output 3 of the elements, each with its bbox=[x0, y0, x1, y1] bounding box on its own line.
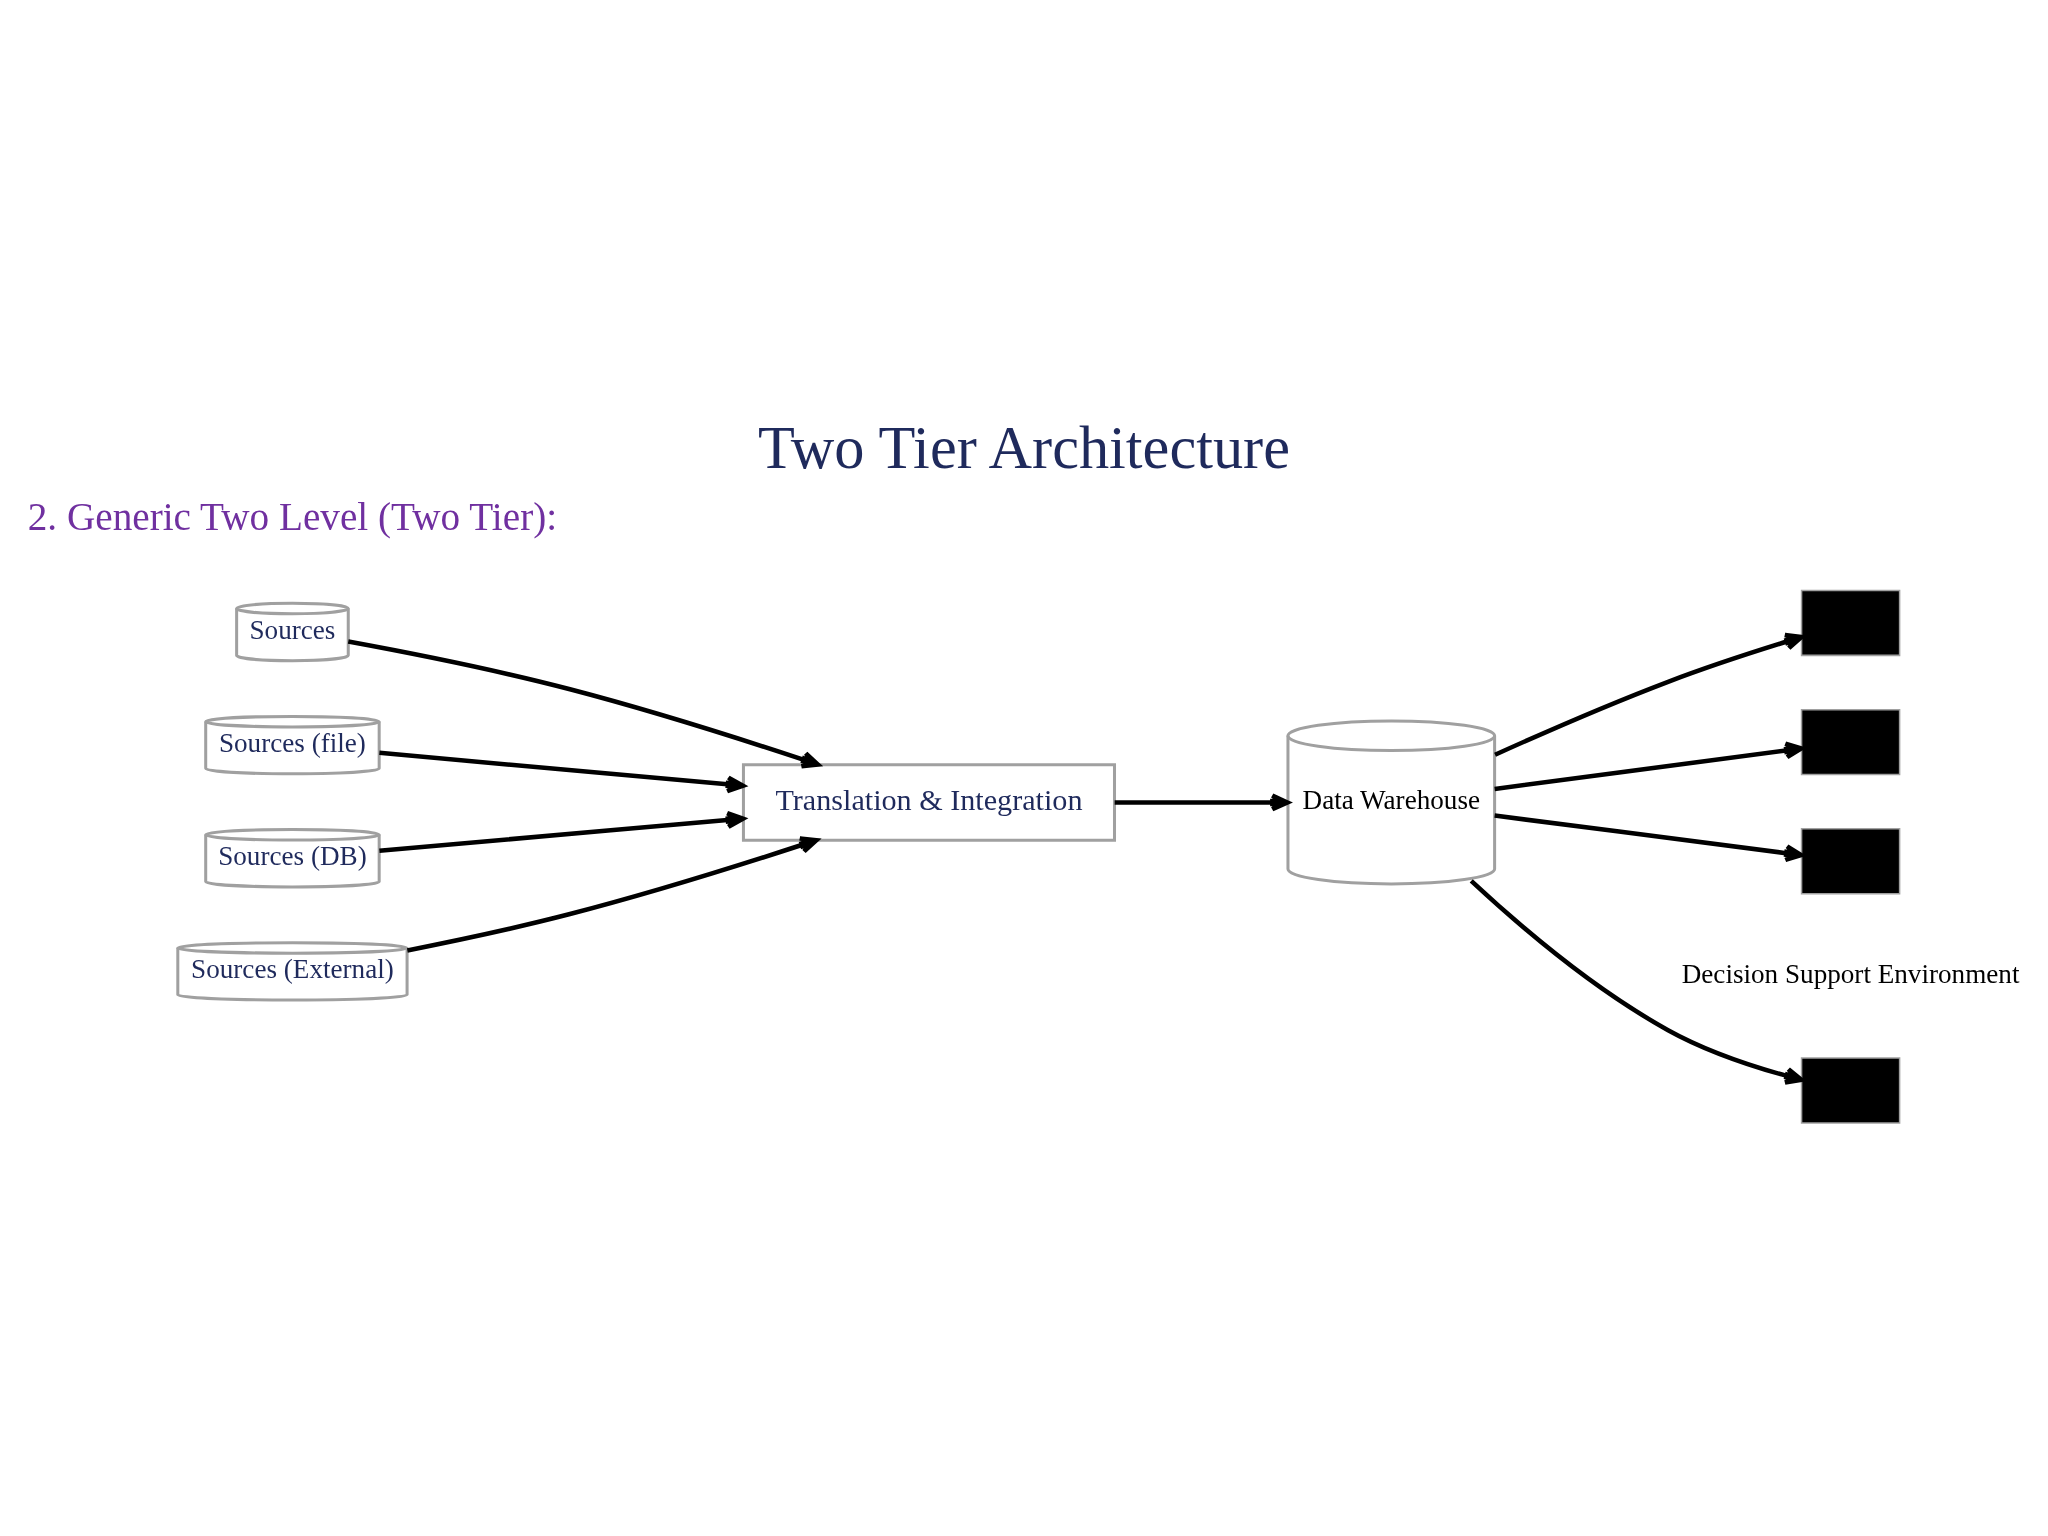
diagram-title: Two Tier Architecture bbox=[758, 413, 1290, 481]
label: 2. Generic Two Level (Two Tier): bbox=[27, 494, 558, 538]
label: Decision Support Environment bbox=[1681, 958, 2020, 989]
